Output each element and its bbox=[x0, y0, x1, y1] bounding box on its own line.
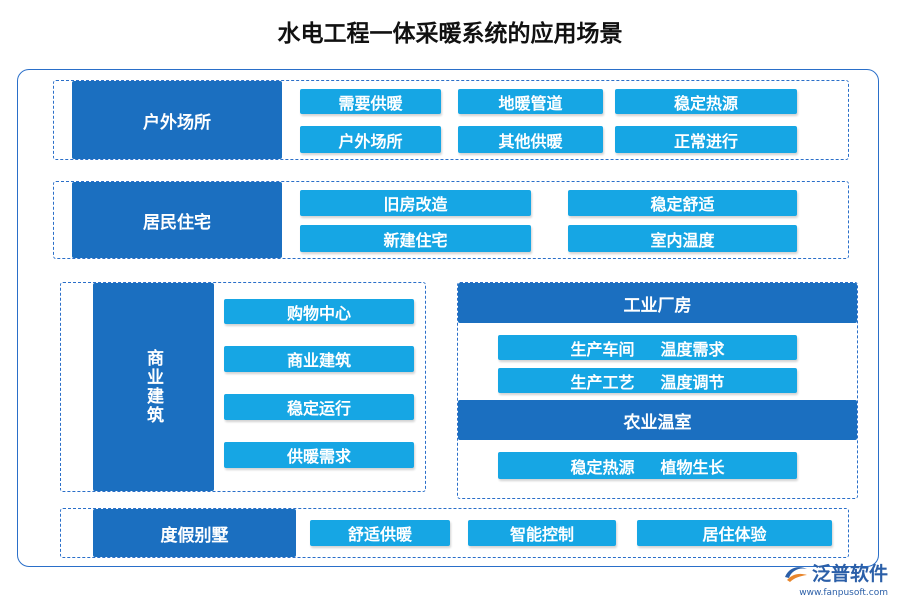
section-residential-header: 居民住宅 bbox=[72, 182, 282, 258]
watermark-url: www.fanpusoft.com bbox=[799, 588, 888, 598]
industrial-row-left: 生产工艺 bbox=[570, 372, 635, 392]
diagram-frame bbox=[17, 69, 879, 567]
residential-item: 旧房改造 bbox=[300, 190, 531, 216]
industrial-row: 生产车间 温度需求 bbox=[498, 335, 797, 360]
outdoor-item: 户外场所 bbox=[300, 126, 441, 153]
watermark-logo: 泛普软件 bbox=[783, 559, 888, 586]
outdoor-item: 地暖管道 bbox=[458, 89, 603, 114]
commercial-item: 供暖需求 bbox=[224, 442, 414, 468]
section-residential bbox=[53, 181, 849, 259]
greenhouse-row-left: 稳定热源 bbox=[570, 457, 635, 477]
villa-item: 居住体验 bbox=[637, 520, 832, 546]
section-outdoor-header: 户外场所 bbox=[72, 81, 282, 159]
industrial-row-left: 生产车间 bbox=[570, 339, 635, 359]
section-villa bbox=[60, 508, 849, 558]
brand-swirl-icon bbox=[784, 566, 807, 582]
outdoor-item: 正常进行 bbox=[615, 126, 797, 153]
outdoor-item: 其他供暖 bbox=[458, 126, 603, 153]
villa-item: 智能控制 bbox=[468, 520, 616, 546]
section-outdoor bbox=[53, 80, 849, 160]
residential-item: 室内温度 bbox=[568, 225, 797, 252]
villa-item: 舒适供暖 bbox=[310, 520, 450, 546]
section-industrial-header: 工业厂房 bbox=[458, 283, 857, 323]
watermark-brand: 泛普软件 bbox=[811, 563, 888, 585]
commercial-item: 购物中心 bbox=[224, 299, 414, 324]
greenhouse-row: 稳定热源 植物生长 bbox=[498, 452, 797, 479]
residential-item: 稳定舒适 bbox=[568, 190, 797, 216]
section-industrial-greenhouse bbox=[457, 282, 858, 499]
outdoor-item: 稳定热源 bbox=[615, 89, 797, 114]
section-villa-header: 度假别墅 bbox=[93, 509, 296, 557]
residential-item: 新建住宅 bbox=[300, 225, 531, 252]
section-commercial bbox=[60, 282, 426, 492]
industrial-row: 生产工艺 温度调节 bbox=[498, 368, 797, 393]
greenhouse-row-right: 植物生长 bbox=[660, 457, 725, 477]
commercial-item: 稳定运行 bbox=[224, 394, 414, 420]
commercial-item: 商业建筑 bbox=[224, 346, 414, 372]
section-greenhouse-header: 农业温室 bbox=[458, 400, 857, 440]
industrial-row-right: 温度需求 bbox=[660, 339, 725, 359]
page-title: 水电工程一体采暖系统的应用场景 bbox=[277, 21, 623, 47]
section-commercial-header: 商业建筑 bbox=[93, 283, 214, 491]
outdoor-item: 需要供暖 bbox=[300, 89, 441, 114]
industrial-row-right: 温度调节 bbox=[660, 372, 725, 392]
